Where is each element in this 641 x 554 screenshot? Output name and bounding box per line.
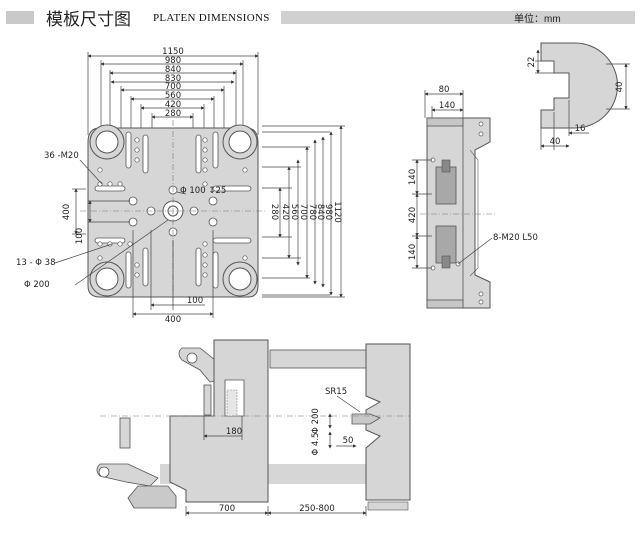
side-view: 80 140 140 420 140 xyxy=(408,85,538,309)
label-13-phi38: 13 - Φ 38 xyxy=(16,258,56,268)
dim-v-6: 980 xyxy=(323,204,333,220)
dim-v-4: 780 xyxy=(307,204,317,220)
dim-detail-40h: 40 xyxy=(550,137,561,147)
dim-detail-22: 22 xyxy=(527,57,537,68)
dim-h-4: 700 xyxy=(165,82,181,92)
dim-v-3: 700 xyxy=(298,204,308,220)
header-bar-left xyxy=(6,11,34,24)
header: 模板尺寸图 PLATEN DIMENSIONS 单位：mm xyxy=(0,0,641,30)
label-center-phi100: Φ 100 ↧25 xyxy=(180,186,226,196)
dim-side-80: 80 xyxy=(439,85,450,95)
dim-700: 700 xyxy=(219,504,235,514)
front-view: 1150 980 840 830 700 560 420 280 xyxy=(16,47,345,325)
dim-side-140: 140 xyxy=(439,101,455,111)
dim-h-0: 1150 xyxy=(162,47,184,57)
dim-side-v-140a: 140 xyxy=(408,169,418,185)
title-english: PLATEN DIMENSIONS xyxy=(153,12,270,24)
dim-h-7: 280 xyxy=(165,109,181,119)
dim-h-1: 980 xyxy=(165,56,181,66)
dim-v-7: 1120 xyxy=(332,201,342,223)
dim-50: 50 xyxy=(343,436,354,446)
dim-phi200: Φ 200 xyxy=(311,408,321,434)
dim-h-3: 830 xyxy=(165,74,181,84)
dim-250-800: 250-800 xyxy=(299,504,335,514)
dim-h-5: 560 xyxy=(165,91,181,101)
label-phi200: Φ 200 xyxy=(24,280,50,290)
dim-180: 180 xyxy=(226,427,242,437)
unit-label: 单位：mm xyxy=(514,14,561,25)
dim-v-2: 560 xyxy=(289,204,299,220)
dim-v-1: 420 xyxy=(280,204,290,220)
dim-bottom-400: 400 xyxy=(165,315,181,325)
detail-shape xyxy=(540,42,618,129)
dim-left-400: 400 xyxy=(62,204,72,220)
dim-detail-16: 16 xyxy=(575,124,586,134)
dim-h-2: 840 xyxy=(165,65,181,75)
detail-view: 22 40 16 40 xyxy=(527,42,630,150)
dim-v-5: 840 xyxy=(315,204,325,220)
header-bar-right xyxy=(281,11,635,24)
bottom-nozzle-block xyxy=(365,343,411,501)
dim-h-6: 420 xyxy=(165,100,181,110)
dim-left-100: 100 xyxy=(75,228,85,244)
side-platen-body xyxy=(426,117,491,309)
label-36-m20: 36 -M20 xyxy=(44,151,79,161)
label-8-m20: 8-M20 L50 xyxy=(493,233,538,243)
dim-side-v-420: 420 xyxy=(408,207,418,223)
dim-v-0: 280 xyxy=(269,204,279,220)
bottom-main-block xyxy=(169,339,269,503)
title-chinese: 模板尺寸图 xyxy=(46,10,131,30)
dim-bottom-100: 100 xyxy=(187,296,203,306)
bottom-view: SR15 180 Φ 200 Φ 4.5 50 700 250-800 xyxy=(96,339,411,516)
dim-side-v-140b: 140 xyxy=(408,244,418,260)
dim-detail-40v: 40 xyxy=(615,82,625,93)
dim-phi45: Φ 4.5 xyxy=(311,433,321,456)
label-sr15: SR15 xyxy=(325,387,347,397)
